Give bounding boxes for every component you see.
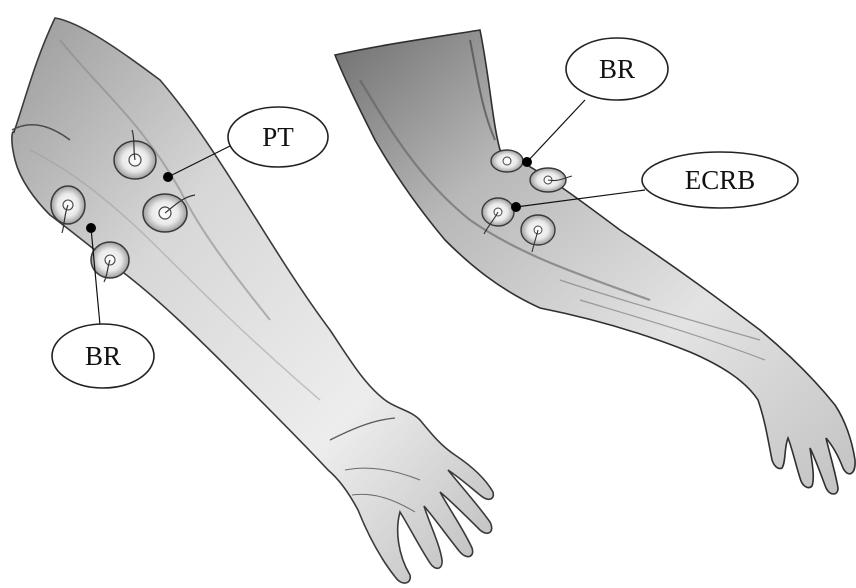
label-ecrb: ECRB (642, 152, 798, 208)
electrode-icon (530, 168, 572, 192)
pt-marker-dot (163, 172, 173, 182)
electrode-icon (91, 242, 129, 282)
label-pt-text: PT (262, 122, 294, 152)
label-ecrb-text: ECRB (685, 165, 756, 195)
label-pt: PT (228, 107, 328, 167)
label-br-right-text: BR (599, 54, 635, 84)
left-br-marker-dot (86, 223, 96, 233)
right-br-leader-line (527, 100, 585, 162)
label-br-left: BR (52, 324, 154, 388)
label-br-right: BR (566, 38, 668, 100)
label-br-left-text: BR (85, 341, 121, 371)
right-br-marker-dot (522, 157, 532, 167)
electrode-icon (491, 150, 523, 172)
ecrb-marker-dot (511, 202, 521, 212)
